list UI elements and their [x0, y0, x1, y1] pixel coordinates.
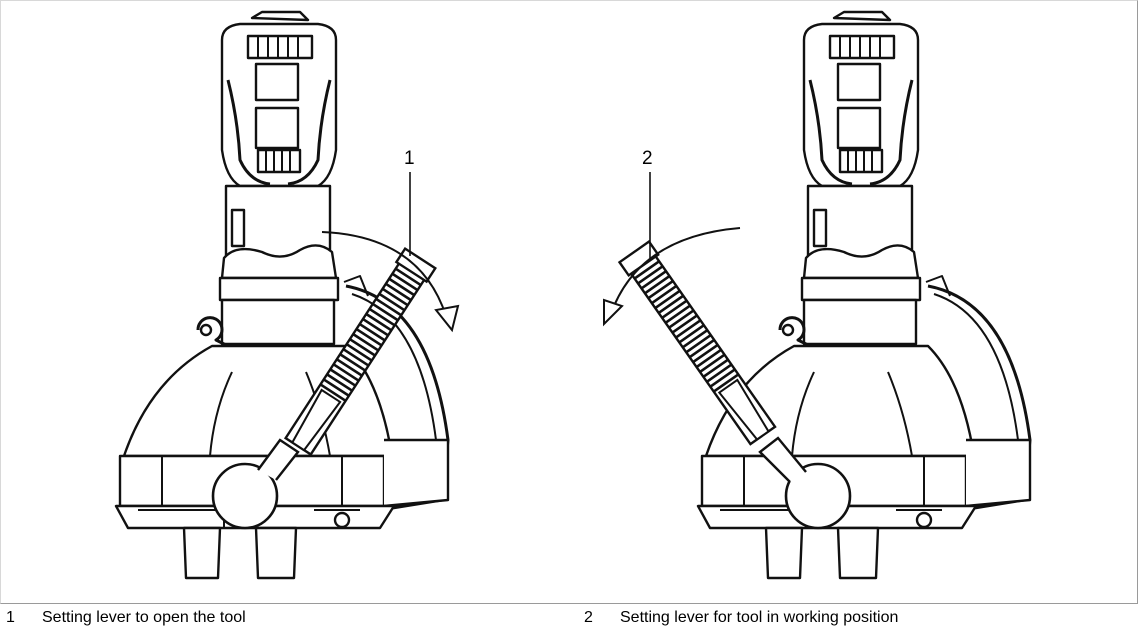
- tool-illustration: 1 2: [114, 10, 1032, 580]
- legend-text: Setting lever for tool in working positi…: [620, 609, 899, 626]
- legend-item: 2 Setting lever for tool in working posi…: [584, 606, 898, 630]
- figure-frame: [0, 0, 1138, 604]
- arrow-icon: [321, 231, 447, 317]
- callout-2: 2: [642, 148, 653, 169]
- legend-text: Setting lever to open the tool: [42, 609, 246, 626]
- tool-view-open: [114, 10, 460, 580]
- arrow-icon: [613, 227, 741, 307]
- legend-item: 1 Setting lever to open the tool: [6, 606, 246, 630]
- legend-number: 1: [6, 609, 15, 626]
- legend-number: 2: [584, 609, 593, 626]
- callout-1: 1: [404, 148, 415, 169]
- tool-view-working: [603, 10, 1032, 580]
